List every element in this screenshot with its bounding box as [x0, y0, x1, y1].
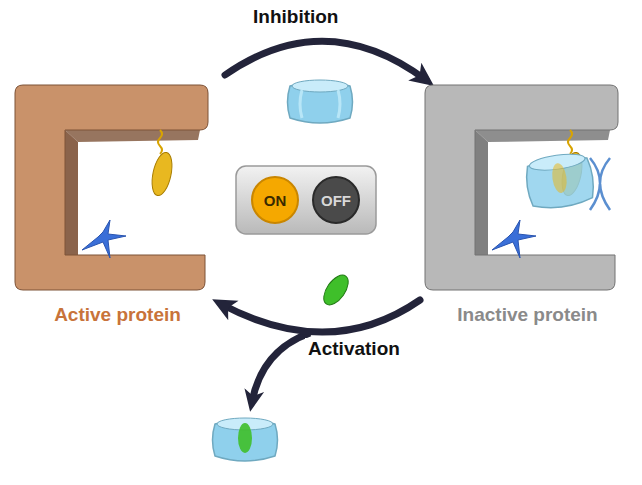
inactive-protein: Inactive protein — [420, 60, 635, 332]
protein-shape — [420, 60, 635, 292]
protein-label: Inactive protein — [420, 304, 635, 326]
host-barrel — [288, 80, 353, 123]
reaction-arrow — [225, 41, 426, 80]
active-protein: Active protein — [10, 60, 225, 332]
switch-panel — [236, 166, 376, 234]
switch-label: OFF — [321, 192, 351, 209]
protein-shape — [10, 60, 225, 292]
guest-molecule — [319, 271, 353, 309]
protein-label: Active protein — [10, 304, 225, 326]
on-button: ON — [251, 176, 299, 224]
edge-label: Inhibition — [250, 6, 341, 28]
branch-arrow — [252, 333, 310, 402]
off-button: OFF — [312, 176, 360, 224]
edge-label: Activation — [305, 338, 403, 360]
switch-label: ON — [264, 192, 287, 209]
reaction-arrow — [221, 300, 420, 332]
guest-complex — [213, 418, 278, 461]
